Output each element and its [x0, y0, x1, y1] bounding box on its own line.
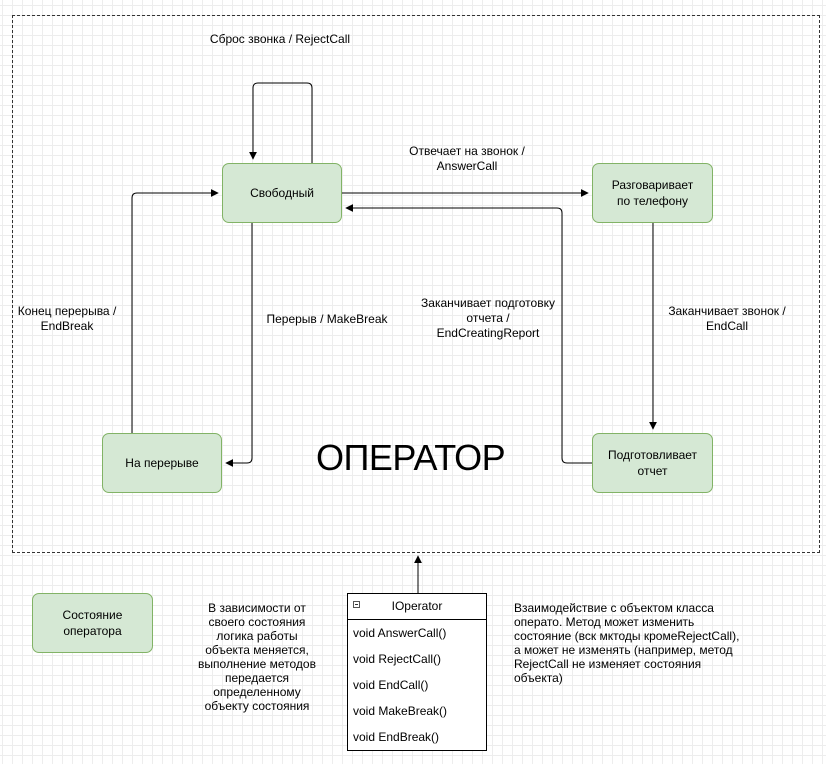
label-end-call: Заканчивает звонок / EndCall: [668, 304, 786, 333]
method-reject-call[interactable]: void RejectCall(): [353, 652, 442, 666]
interface-ioperator[interactable]: IOperator void AnswerCall() void RejectC…: [347, 593, 487, 751]
state-preparing-report[interactable]: Подготовливает отчет: [592, 433, 713, 493]
operator-frame: [12, 15, 820, 553]
arrow-make-break: [225, 223, 253, 467]
label-reject-call: Сброс звонка / RejectCall: [209, 32, 351, 46]
method-end-break[interactable]: void EndBreak(): [353, 730, 440, 744]
label-end-break: Конец перерыва / EndBreak: [17, 304, 117, 333]
interface-name: IOperator: [391, 599, 443, 613]
state-free[interactable]: Свободный: [222, 163, 342, 223]
state-talking[interactable]: Разговаривает по телефону: [592, 163, 713, 223]
note-state-logic: В зависимости от своего состояния логика…: [198, 601, 316, 713]
legend-state: Состояние оператора: [32, 593, 153, 653]
collapse-icon[interactable]: [353, 601, 360, 608]
arrow-reject-call: [249, 82, 313, 163]
method-answer-call[interactable]: void AnswerCall(): [353, 626, 447, 640]
note-interaction: Взаимодействие с объектом класса операто…: [514, 601, 740, 685]
interface-header: IOperator: [348, 594, 486, 620]
arrow-end-report: [345, 204, 592, 464]
label-answer-call: Отвечает на звонок / AnswerCall: [409, 144, 525, 173]
label-make-break: Перерыв / MakeBreak: [266, 312, 388, 326]
method-end-call[interactable]: void EndCall(): [353, 678, 429, 692]
state-on-break[interactable]: На перерыве: [102, 433, 222, 493]
frame-title: ОПЕРАТОР: [316, 437, 506, 478]
arrow-end-break: [131, 189, 219, 433]
label-end-creating-report: Заканчивает подготовку отчета / EndCreat…: [421, 296, 555, 340]
method-make-break[interactable]: void MakeBreak(): [353, 704, 448, 718]
